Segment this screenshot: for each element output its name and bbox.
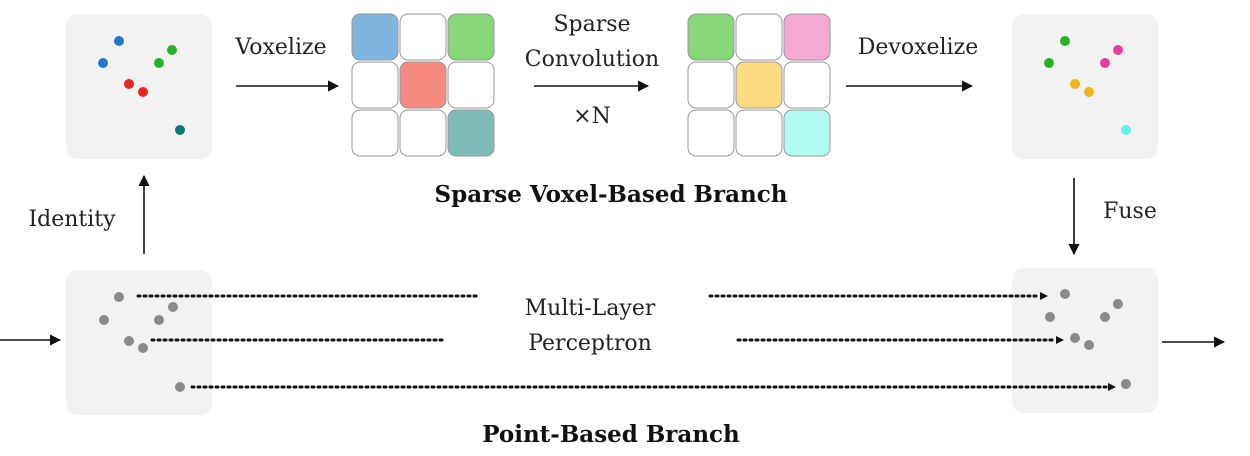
mlp-label-line2: Perceptron — [528, 331, 652, 356]
voxel-cell — [687, 109, 735, 157]
mlp-dotted-connectors — [136, 294, 1110, 389]
point — [138, 87, 148, 97]
voxel-grid-output — [687, 13, 831, 157]
voxel-branch-title: Sparse Voxel-Based Branch — [435, 181, 788, 208]
point-branch-title: Point-Based Branch — [482, 421, 740, 448]
point — [1060, 36, 1070, 46]
point — [138, 343, 148, 353]
point — [168, 302, 178, 312]
times-n-label: ×N — [573, 104, 611, 129]
voxel-cell — [735, 13, 783, 61]
voxelize-label: Voxelize — [234, 35, 326, 60]
fuse-label: Fuse — [1103, 199, 1157, 224]
point — [1121, 125, 1131, 135]
voxel-cell — [735, 109, 783, 157]
voxel-cell — [351, 13, 399, 61]
point — [1070, 333, 1080, 343]
mlp-arrowhead-1 — [1040, 292, 1048, 300]
voxel-cell — [687, 61, 735, 109]
point — [154, 58, 164, 68]
point — [175, 382, 185, 392]
devoxelize-label: Devoxelize — [858, 35, 978, 60]
voxel-cell — [351, 61, 399, 109]
voxel-cell — [783, 109, 831, 157]
point — [154, 315, 164, 325]
point — [124, 336, 134, 346]
colored-points-input — [98, 36, 185, 135]
mlp-label-line1: Multi-Layer — [525, 296, 656, 321]
point — [98, 58, 108, 68]
point — [99, 315, 109, 325]
point — [167, 45, 177, 55]
point — [124, 79, 134, 89]
voxel-cell — [447, 61, 495, 109]
voxel-cell — [783, 61, 831, 109]
point — [1113, 45, 1123, 55]
gray-points-input — [99, 292, 185, 392]
point — [1045, 312, 1055, 322]
point — [1060, 289, 1070, 299]
voxel-cell — [399, 109, 447, 157]
voxel-cell — [447, 109, 495, 157]
mlp-arrowhead-2 — [1056, 336, 1064, 344]
colored-points-output — [1044, 36, 1131, 135]
panel-top-right — [1012, 14, 1158, 159]
voxel-cell — [783, 13, 831, 61]
point — [1113, 299, 1123, 309]
convolution-label: Convolution — [525, 47, 659, 72]
point — [1121, 379, 1131, 389]
point — [1100, 312, 1110, 322]
voxel-cell — [687, 13, 735, 61]
voxel-cell — [735, 61, 783, 109]
sparse-label: Sparse — [553, 12, 630, 37]
panel-bottom-left — [66, 270, 212, 415]
mlp-arrowhead-3 — [1108, 383, 1116, 391]
voxel-grid-input — [351, 13, 495, 157]
point — [114, 36, 124, 46]
point — [1084, 340, 1094, 350]
voxel-cell — [351, 109, 399, 157]
point — [114, 292, 124, 302]
mlp-dotted-arrowheads — [1040, 292, 1116, 391]
point — [1044, 58, 1054, 68]
point — [1100, 58, 1110, 68]
point — [175, 125, 185, 135]
panel-top-left — [66, 14, 212, 159]
identity-label: Identity — [28, 207, 116, 232]
voxel-cell — [399, 13, 447, 61]
point — [1084, 87, 1094, 97]
voxel-cell — [399, 61, 447, 109]
voxel-cell — [447, 13, 495, 61]
gray-points-output — [1045, 289, 1131, 389]
point — [1070, 79, 1080, 89]
